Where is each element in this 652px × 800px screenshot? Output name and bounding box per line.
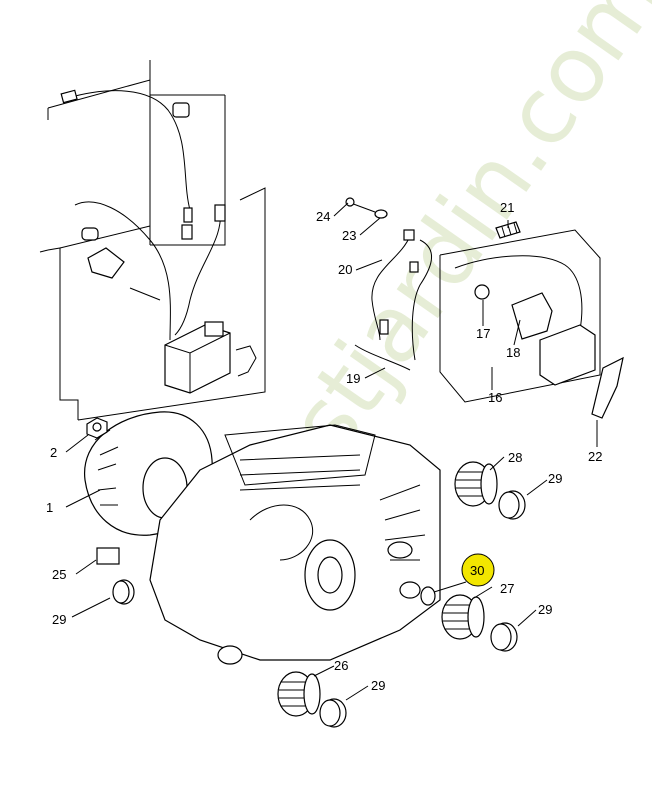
ignition-wiring-group [39, 60, 266, 421]
callout-20: 20 [338, 262, 352, 277]
sleeve-part-30 [420, 586, 436, 606]
anti-vibration-buffers [112, 461, 526, 728]
cover-part-25 [96, 547, 120, 565]
callout-17: 17 [476, 326, 490, 341]
ignition-coil-group [439, 229, 624, 419]
callout-30-highlight [461, 553, 495, 587]
callout-16: 16 [488, 390, 502, 405]
callout-23: 23 [342, 228, 356, 243]
callout-18: 18 [506, 345, 520, 360]
fuel-line-group [345, 197, 432, 371]
callout-27: 27 [500, 581, 514, 596]
callout-29-bottom: 29 [371, 678, 385, 693]
callout-29-right: 29 [538, 602, 552, 617]
leader-lines [65, 202, 598, 701]
callout-30: 30 [470, 563, 484, 578]
callout-22: 22 [588, 449, 602, 464]
callout-26: 26 [334, 658, 348, 673]
callout-25: 25 [52, 567, 66, 582]
callout-28: 28 [508, 450, 522, 465]
callout-24: 24 [316, 209, 330, 224]
callout-21: 21 [500, 200, 514, 215]
callout-29-top: 29 [548, 471, 562, 486]
callout-19: 19 [346, 371, 360, 386]
callouts: 1 2 16 17 18 19 20 21 22 23 24 25 26 27 … [46, 200, 602, 693]
callout-29-left: 29 [52, 612, 66, 627]
crankcase-part [149, 424, 441, 665]
callout-1: 1 [46, 500, 53, 515]
callout-2: 2 [50, 445, 57, 460]
